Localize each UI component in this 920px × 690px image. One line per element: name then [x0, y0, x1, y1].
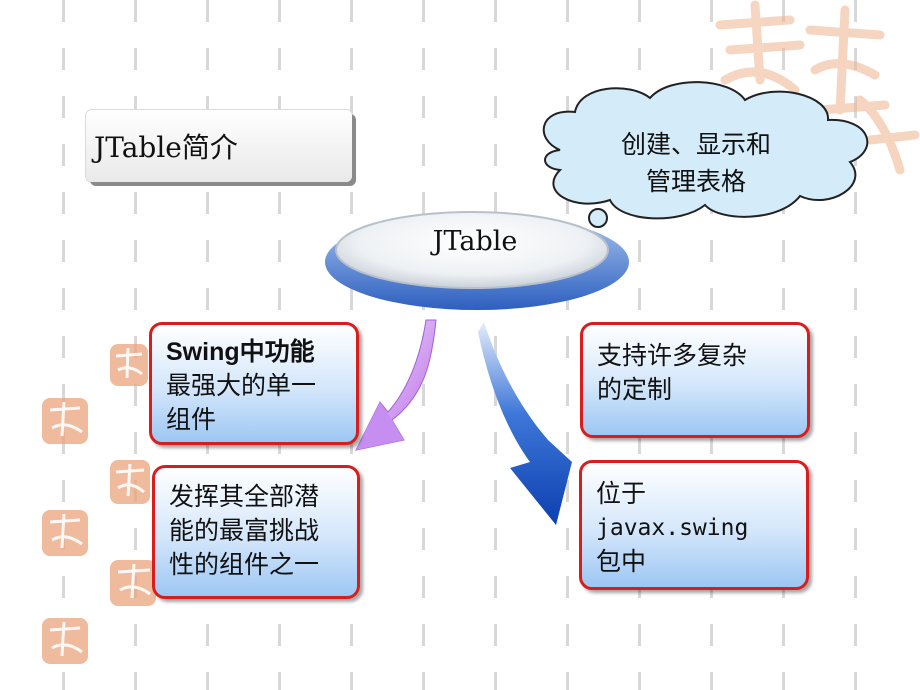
feature-box-right-top: 支持许多复杂 的定制	[580, 322, 810, 438]
thought-bubble-text: 创建、显示和 管理表格	[566, 126, 826, 200]
feature-box-right-bottom: 位于 javax.swing 包中	[579, 460, 809, 590]
feature-box-left-top: Swing中功能 最强大的单一 组件	[149, 322, 359, 445]
slide-title-box: JTable简介	[86, 110, 352, 182]
box-line: 位于	[596, 479, 647, 508]
box-line: javax.swing	[596, 515, 749, 541]
thought-line-2: 管理表格	[645, 167, 746, 196]
box-line: 能的最富挑战	[169, 516, 320, 545]
curved-arrow-icon	[478, 322, 572, 525]
seal-strokes	[49, 347, 151, 657]
box-line: 组件	[166, 405, 217, 434]
jtable-ellipse	[325, 211, 629, 310]
slide-title: JTable简介	[94, 131, 238, 164]
box-line: 最强大的单一	[166, 371, 317, 400]
box-line: 支持许多复杂	[597, 341, 748, 370]
box-line: 性的组件之一	[169, 550, 320, 579]
seal-logo-icon	[42, 344, 156, 664]
box-line: Swing中功能	[166, 338, 315, 366]
thought-line-1: 创建、显示和	[620, 130, 771, 159]
seal-logo-icon	[715, 0, 920, 175]
center-label: JTable	[432, 226, 518, 257]
box-line: 发挥其全部潜	[169, 482, 320, 511]
feature-box-left-bottom: 发挥其全部潜 能的最富挑战 性的组件之一	[152, 465, 360, 599]
box-line: 包中	[596, 547, 647, 576]
thought-cloud-icon	[542, 81, 869, 247]
arrow-head	[356, 402, 404, 450]
box-line: 的定制	[597, 375, 673, 404]
